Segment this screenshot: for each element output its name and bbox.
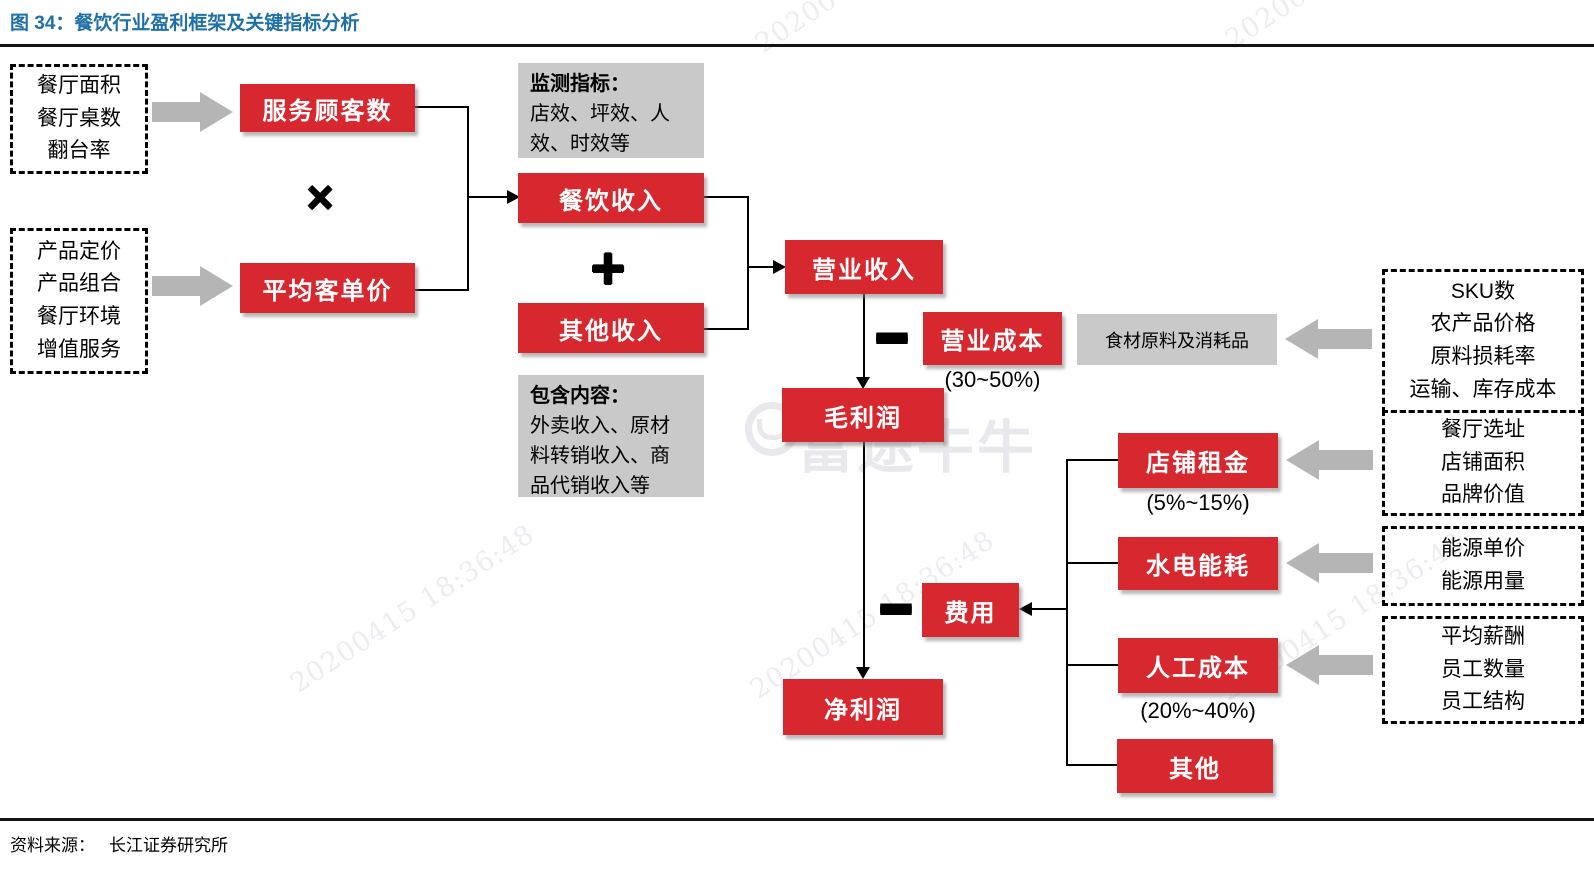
connector-line <box>704 196 749 198</box>
note-line: 料转销收入、商 <box>530 445 670 467</box>
note-title: 监测指标： <box>530 73 630 95</box>
left-arrow-icon <box>1286 543 1373 583</box>
connector-line <box>1068 664 1118 666</box>
input-line: 餐厅环境 <box>37 305 121 328</box>
input-box-energy-drivers: 能源单价 能源用量 <box>1382 526 1584 606</box>
input-line: 产品组合 <box>37 272 121 296</box>
input-line: 品牌价值 <box>1441 483 1525 507</box>
source-label: 资料来源： <box>10 836 95 855</box>
note-title: 包含内容： <box>530 385 630 407</box>
connector-line <box>863 442 865 669</box>
input-box-rent-drivers: 餐厅选址 店铺面积 品牌价值 <box>1382 410 1584 516</box>
connector-line <box>1068 459 1118 461</box>
input-box-material-drivers: SKU数 农产品价格 原料损耗率 运输、库存成本 <box>1382 269 1584 413</box>
connector-line <box>749 266 775 268</box>
node-dining-revenue: 餐饮收入 <box>518 173 704 223</box>
timestamp-watermark: 20200415 18:36:48 <box>284 518 541 700</box>
connector-line <box>415 289 469 291</box>
multiply-operator: × <box>306 171 334 223</box>
figure-title: 图 34：餐饮行业盈利框架及关键指标分析 <box>10 13 360 34</box>
node-labor: 人工成本 <box>1118 638 1278 693</box>
input-line: 平均薪酬 <box>1441 625 1525 649</box>
input-line: 餐厅面积 <box>37 74 121 98</box>
timestamp-watermark: 20200415 18:36:48 <box>750 0 1010 59</box>
minus-operator: − <box>877 581 915 637</box>
note-line: 外卖收入、原材 <box>530 415 670 437</box>
input-line: 员工结构 <box>1441 690 1525 714</box>
connector-line <box>863 294 865 379</box>
top-rule <box>0 44 1594 47</box>
note-line: 店效、坪效、人 <box>530 103 670 125</box>
input-line: 翻台率 <box>47 139 111 163</box>
input-line: 店铺面积 <box>1441 450 1525 474</box>
plus-operator: + <box>590 234 626 302</box>
input-box-customer-drivers: 餐厅面积 餐厅桌数 翻台率 <box>10 64 148 174</box>
connector-line <box>1066 459 1068 766</box>
node-operating-cost: 营业成本 <box>923 312 1062 365</box>
arrowhead-icon <box>773 260 786 274</box>
node-other-revenue: 其他收入 <box>518 303 704 353</box>
connector-line <box>1032 608 1068 610</box>
note-included-content: 包含内容： 外卖收入、原材 料转销收入、商 品代销收入等 <box>518 375 704 497</box>
input-box-labor-drivers: 平均薪酬 员工数量 员工结构 <box>1382 616 1584 724</box>
input-line: 能源单价 <box>1441 537 1525 561</box>
timestamp-watermark: 20200415 18:36:48 <box>1220 0 1480 55</box>
input-line: 增值服务 <box>37 337 121 361</box>
note-line: 品代销收入等 <box>530 475 650 497</box>
right-arrow-icon <box>152 92 233 132</box>
arrowhead-icon <box>856 377 870 389</box>
node-avg-ticket: 平均客单价 <box>240 263 415 313</box>
note-line: 效、时效等 <box>530 133 630 155</box>
node-operating-revenue: 营业收入 <box>785 240 943 294</box>
note-food-materials: 食材原料及消耗品 <box>1077 314 1277 365</box>
bottom-rule <box>0 818 1594 821</box>
left-arrow-icon <box>1285 319 1372 359</box>
connector-line <box>469 196 509 198</box>
node-net-profit: 净利润 <box>783 679 943 735</box>
input-line: 能源用量 <box>1441 570 1525 593</box>
operating-cost-percent: (30~50%) <box>944 367 1041 392</box>
arrowhead-icon <box>856 667 870 679</box>
right-arrow-icon <box>152 266 233 306</box>
input-line: 产品定价 <box>37 239 121 263</box>
node-other-expense: 其他 <box>1117 739 1273 793</box>
source-note: 资料来源： 长江证券研究所 <box>10 831 228 856</box>
arrowhead-icon <box>1019 602 1032 616</box>
connector-line <box>747 196 749 330</box>
connector-line <box>467 106 469 291</box>
input-line: 运输、库存成本 <box>1409 377 1557 401</box>
input-line: 原料损耗率 <box>1430 345 1536 368</box>
connector-line <box>415 106 469 108</box>
left-arrow-icon <box>1286 440 1373 480</box>
rent-percent: (5%~15%) <box>1146 490 1250 515</box>
input-box-ticket-drivers: 产品定价 产品组合 餐厅环境 增值服务 <box>10 228 148 374</box>
input-line: 农产品价格 <box>1430 312 1536 336</box>
node-serve-customers: 服务顾客数 <box>240 84 415 132</box>
note-monitoring-metrics: 监测指标： 店效、坪效、人 效、时效等 <box>518 63 704 158</box>
input-line: 餐厅选址 <box>1441 418 1525 442</box>
labor-percent: (20%~40%) <box>1140 698 1256 723</box>
connector-line <box>1068 764 1118 766</box>
input-line: 餐厅桌数 <box>37 106 121 130</box>
minus-operator: − <box>873 310 911 366</box>
input-line: SKU数 <box>1450 279 1516 303</box>
node-gross-profit: 毛利润 <box>782 388 944 442</box>
left-arrow-icon <box>1286 645 1373 685</box>
connector-line <box>704 328 749 330</box>
input-line: 员工数量 <box>1441 657 1525 681</box>
connector-line <box>1068 562 1118 564</box>
source-text: 长江证券研究所 <box>109 836 228 855</box>
node-utilities: 水电能耗 <box>1118 537 1278 590</box>
node-expense: 费用 <box>922 583 1019 637</box>
arrowhead-icon <box>507 190 520 204</box>
node-rent: 店铺租金 <box>1118 433 1278 488</box>
